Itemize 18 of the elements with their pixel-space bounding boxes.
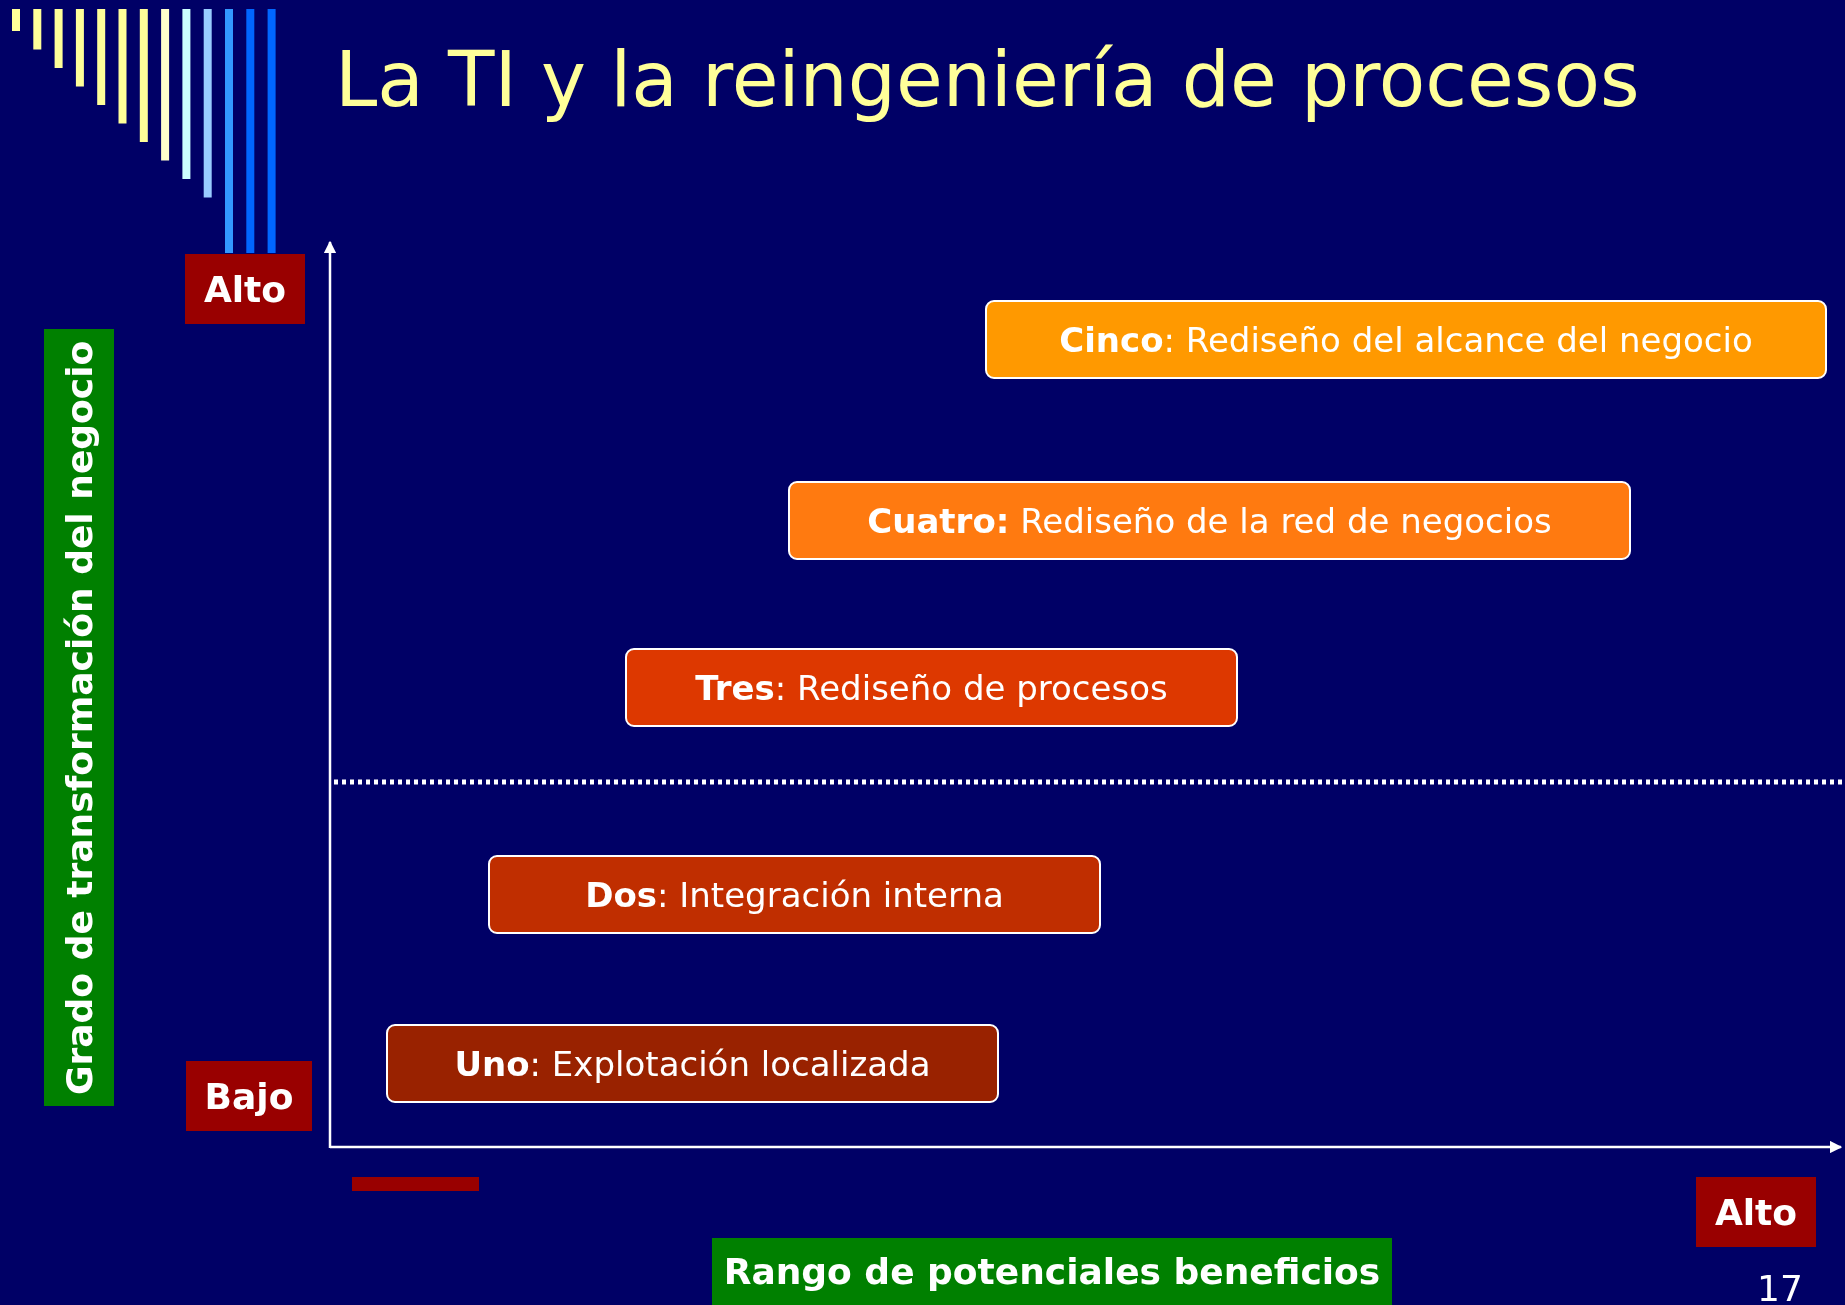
marker-bar	[352, 1177, 479, 1191]
level-box	[488, 855, 1101, 934]
axis-end-label: Alto	[185, 254, 305, 324]
level-text: Uno: Explotación localizada	[454, 1043, 931, 1084]
axis-end-label: Bajo	[186, 1061, 312, 1131]
page-number: 17	[1756, 1268, 1804, 1305]
level-box	[386, 1024, 999, 1103]
y-axis-title: Grado de transformación del negocio	[44, 329, 114, 1106]
level-box	[985, 300, 1827, 379]
level-text: Cinco: Rediseño del alcance del negocio	[1059, 319, 1753, 360]
slide-title: La TI y la reingeniería de procesos	[335, 38, 1640, 122]
level-text: Cuatro: Rediseño de la red de negocios	[867, 500, 1552, 541]
axis-end-label: Alto	[1696, 1177, 1816, 1247]
x-axis-title: Rango de potenciales beneficios	[712, 1238, 1392, 1305]
level-text: Dos: Integración interna	[585, 874, 1004, 915]
level-text: Tres: Rediseño de procesos	[695, 667, 1168, 708]
level-box	[625, 648, 1238, 727]
level-box	[788, 481, 1631, 560]
